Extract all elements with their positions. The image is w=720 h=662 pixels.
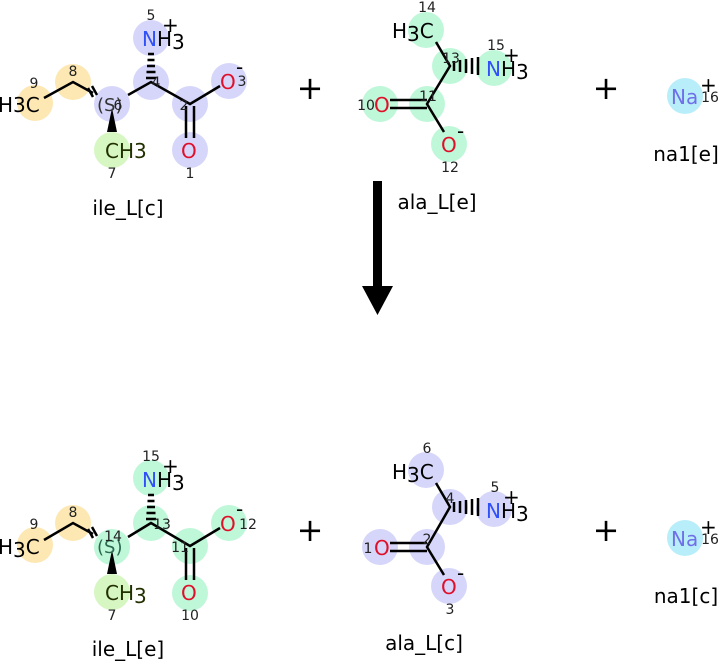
atom-label-c14: H3C [392, 19, 434, 46]
atom-label-o3: O [220, 70, 236, 94]
atom-number-9: 9 [30, 517, 39, 533]
atom-number-16: 16 [701, 532, 719, 548]
atom-number-7: 7 [108, 608, 117, 624]
atom-number-3: 3 [446, 602, 455, 618]
atom-label-o1: O [374, 536, 390, 560]
atom-number-9: 9 [30, 76, 39, 92]
charge-na: + [700, 515, 717, 539]
atom-label-n5: NH3 [486, 499, 529, 526]
plus-sign: + [593, 511, 620, 549]
atom-number-10: 10 [357, 98, 375, 114]
charge-n15: + [162, 454, 179, 478]
atom-label-c9: H3C [0, 93, 40, 117]
atom-number-12: 12 [441, 160, 459, 176]
molecule-ala-l-c: H3C 6 4 NH3 + 5 2 O 1 O - 3 ala_L[c] [362, 441, 529, 655]
molecule-na1-c: Na + 16 na1[c] [654, 515, 719, 608]
charge-n5: + [503, 485, 520, 509]
atom-number-14: 14 [104, 529, 122, 545]
molecule-ile-l-e: H3C 9 8 (S) 14 13 NH3 + 15 11 O - 12 O 1… [0, 449, 257, 661]
atom-number-6: 6 [114, 98, 123, 114]
charge-o12: - [236, 497, 243, 521]
atom-number-2: 2 [180, 98, 189, 114]
plus-sign: + [297, 69, 324, 107]
atom-number-1: 1 [364, 541, 373, 557]
atom-number-14: 14 [418, 0, 436, 16]
atom-number-6: 6 [423, 441, 432, 457]
charge-o12: - [457, 119, 464, 143]
atom-label-o10: O [374, 93, 390, 117]
charge-o3: - [457, 561, 464, 585]
atom-label-o3: O [441, 575, 457, 599]
plus-sign: + [593, 69, 620, 107]
atom-number-8: 8 [69, 64, 78, 80]
atom-label-c6: H3C [392, 460, 434, 487]
atom-label-c7: CH3 [105, 139, 147, 163]
atom-number-2: 2 [423, 532, 432, 548]
atom-label-o12: O [441, 133, 457, 157]
atom-label-o12: O [220, 512, 236, 536]
stereo-label: (S) [97, 537, 122, 558]
stereo-label: (S) [97, 95, 122, 116]
molecule-name: na1[e] [653, 142, 719, 166]
charge-na: + [700, 73, 717, 97]
atom-label-na: Na [671, 527, 698, 551]
atom-number-3: 3 [238, 74, 247, 90]
atom-number-4: 4 [446, 491, 455, 507]
atom-number-5: 5 [147, 8, 156, 24]
plus-sign: + [297, 511, 324, 549]
atom-label-o1: O [181, 139, 197, 163]
charge-o3: - [236, 55, 243, 79]
charge-n5: + [162, 13, 179, 37]
atom-number-13: 13 [442, 51, 460, 67]
atom-label-n5: NH3 [142, 27, 185, 54]
molecule-ala-l-e: H3C 14 13 NH3 + 15 11 O 10 O - 12 ala_L[… [357, 0, 529, 214]
atom-number-13: 13 [153, 517, 171, 533]
atom-number-15: 15 [487, 38, 505, 54]
atom-number-1: 1 [186, 166, 195, 182]
charge-n15: + [503, 43, 520, 67]
atom-number-8: 8 [69, 505, 78, 521]
atom-label-c9: H3C [0, 535, 40, 562]
atom-number-16: 16 [701, 90, 719, 106]
atom-number-12: 12 [239, 517, 257, 533]
atom-number-7: 7 [108, 166, 117, 182]
atom-label-na: Na [671, 85, 698, 109]
molecule-name: ala_L[e] [397, 190, 476, 214]
atom-label-c7: CH3 [105, 581, 147, 608]
atom-number-11: 11 [171, 540, 189, 556]
atom-number-5: 5 [491, 480, 500, 496]
molecule-name: ile_L[c] [92, 196, 163, 220]
atom-label-n15: NH3 [142, 468, 185, 495]
atom-number-15: 15 [142, 449, 160, 465]
molecule-name: ala_L[c] [385, 631, 463, 655]
atom-label-o10: O [181, 581, 197, 605]
atom-number-11: 11 [419, 89, 437, 105]
molecule-name: ile_L[e] [92, 637, 164, 661]
atom-number-4: 4 [152, 75, 161, 91]
molecule-na1-e: Na + 16 na1[e] [653, 73, 719, 166]
atom-label-n15: NH3 [486, 57, 529, 84]
bonds [43, 52, 221, 138]
molecule-name: na1[c] [654, 584, 718, 608]
atom-number-10: 10 [181, 608, 199, 624]
reaction-arrow [362, 181, 393, 315]
molecule-ile-l-c: H3C 9 8 (S) 6 4 NH3 + 5 2 O 3 - O 1 CH3 … [0, 8, 247, 220]
